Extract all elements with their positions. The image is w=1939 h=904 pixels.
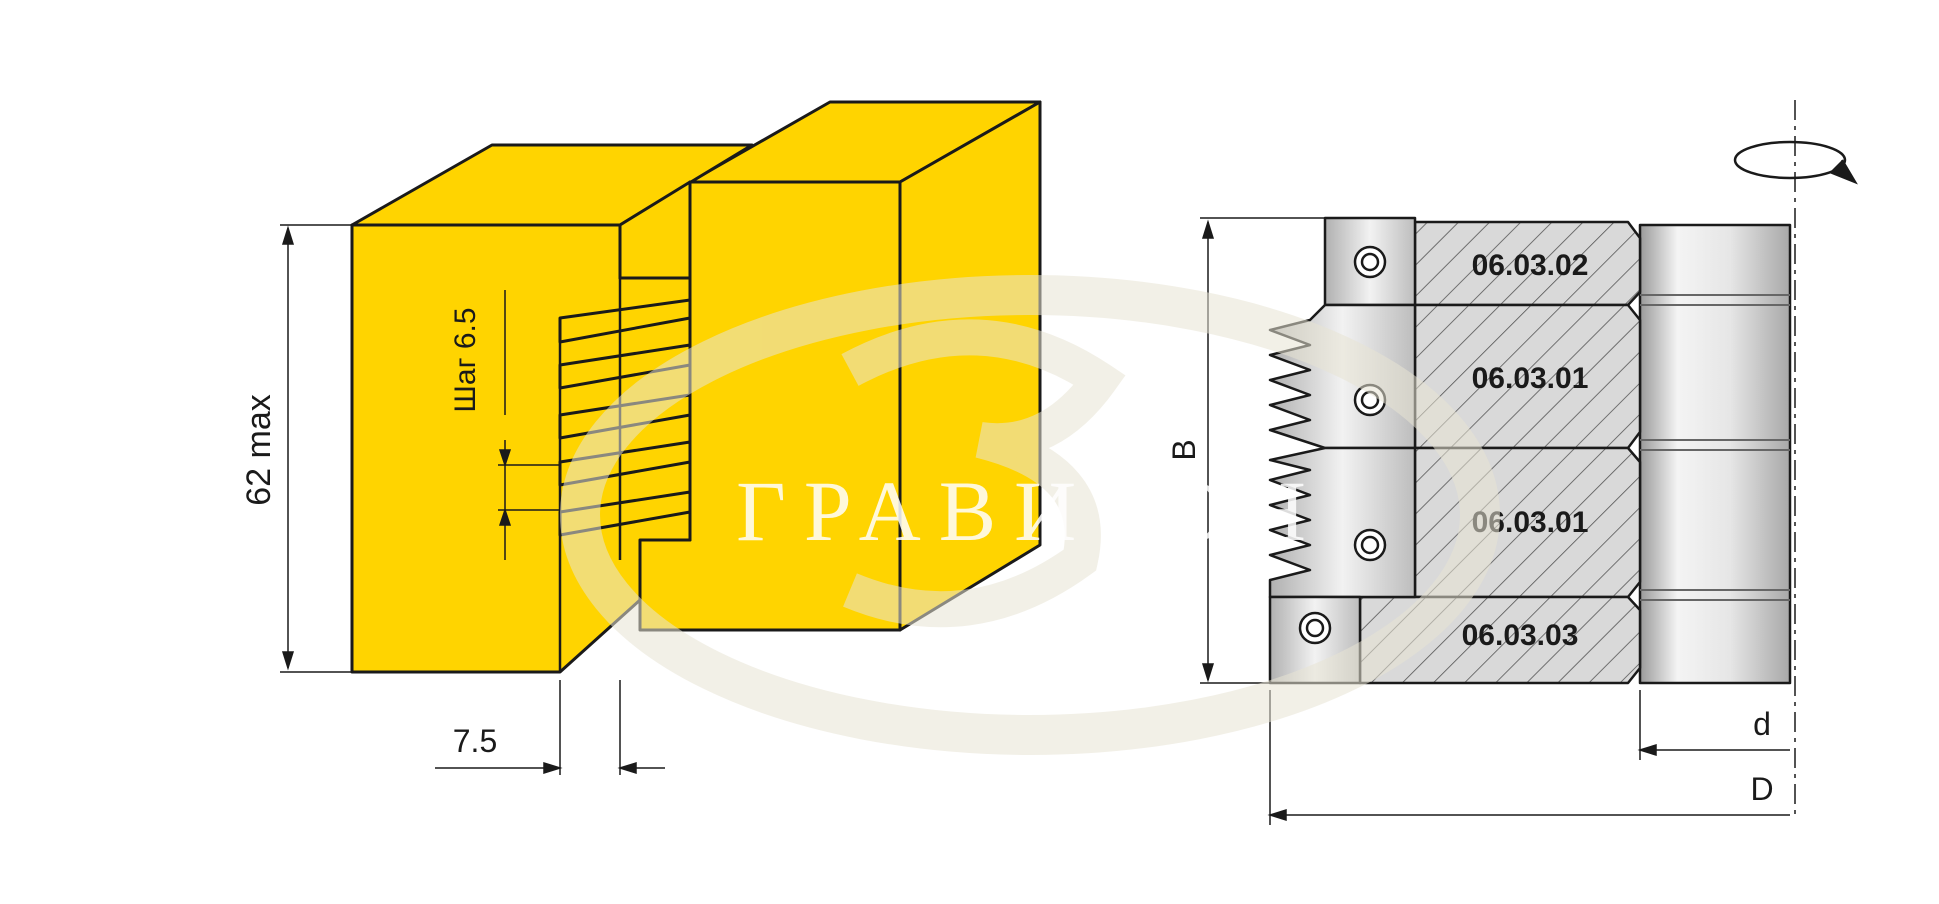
- rotation-arrow-icon: [1733, 140, 1858, 185]
- width-dimension-label: 7.5: [453, 723, 497, 759]
- knife-comb-lower: [1268, 446, 1417, 599]
- shaft: [1638, 223, 1792, 685]
- cutter-assembly-drawing: [1268, 216, 1792, 685]
- right-dimensions: [1200, 100, 1796, 825]
- screw-icon: [1298, 611, 1332, 645]
- screw-icon: [1353, 245, 1387, 279]
- dim-D-label: D: [1750, 771, 1773, 807]
- watermark: [560, 275, 1500, 755]
- groove: [618, 180, 692, 280]
- watermark-text: ГРАВИТОН: [736, 463, 1324, 559]
- dim-d-label: d: [1753, 706, 1771, 742]
- height-dimension-label: 62 max: [240, 394, 278, 506]
- dim-B-label: B: [1166, 439, 1202, 460]
- left-dimensions: [280, 224, 665, 775]
- part-label-4: 06.03.03: [1462, 619, 1579, 652]
- pitch-dimension-label: Шаг 6.5: [449, 307, 482, 412]
- part-label-1: 06.03.02: [1472, 249, 1589, 282]
- part-label-2: 06.03.01: [1472, 362, 1589, 395]
- screw-icon: [1353, 528, 1387, 562]
